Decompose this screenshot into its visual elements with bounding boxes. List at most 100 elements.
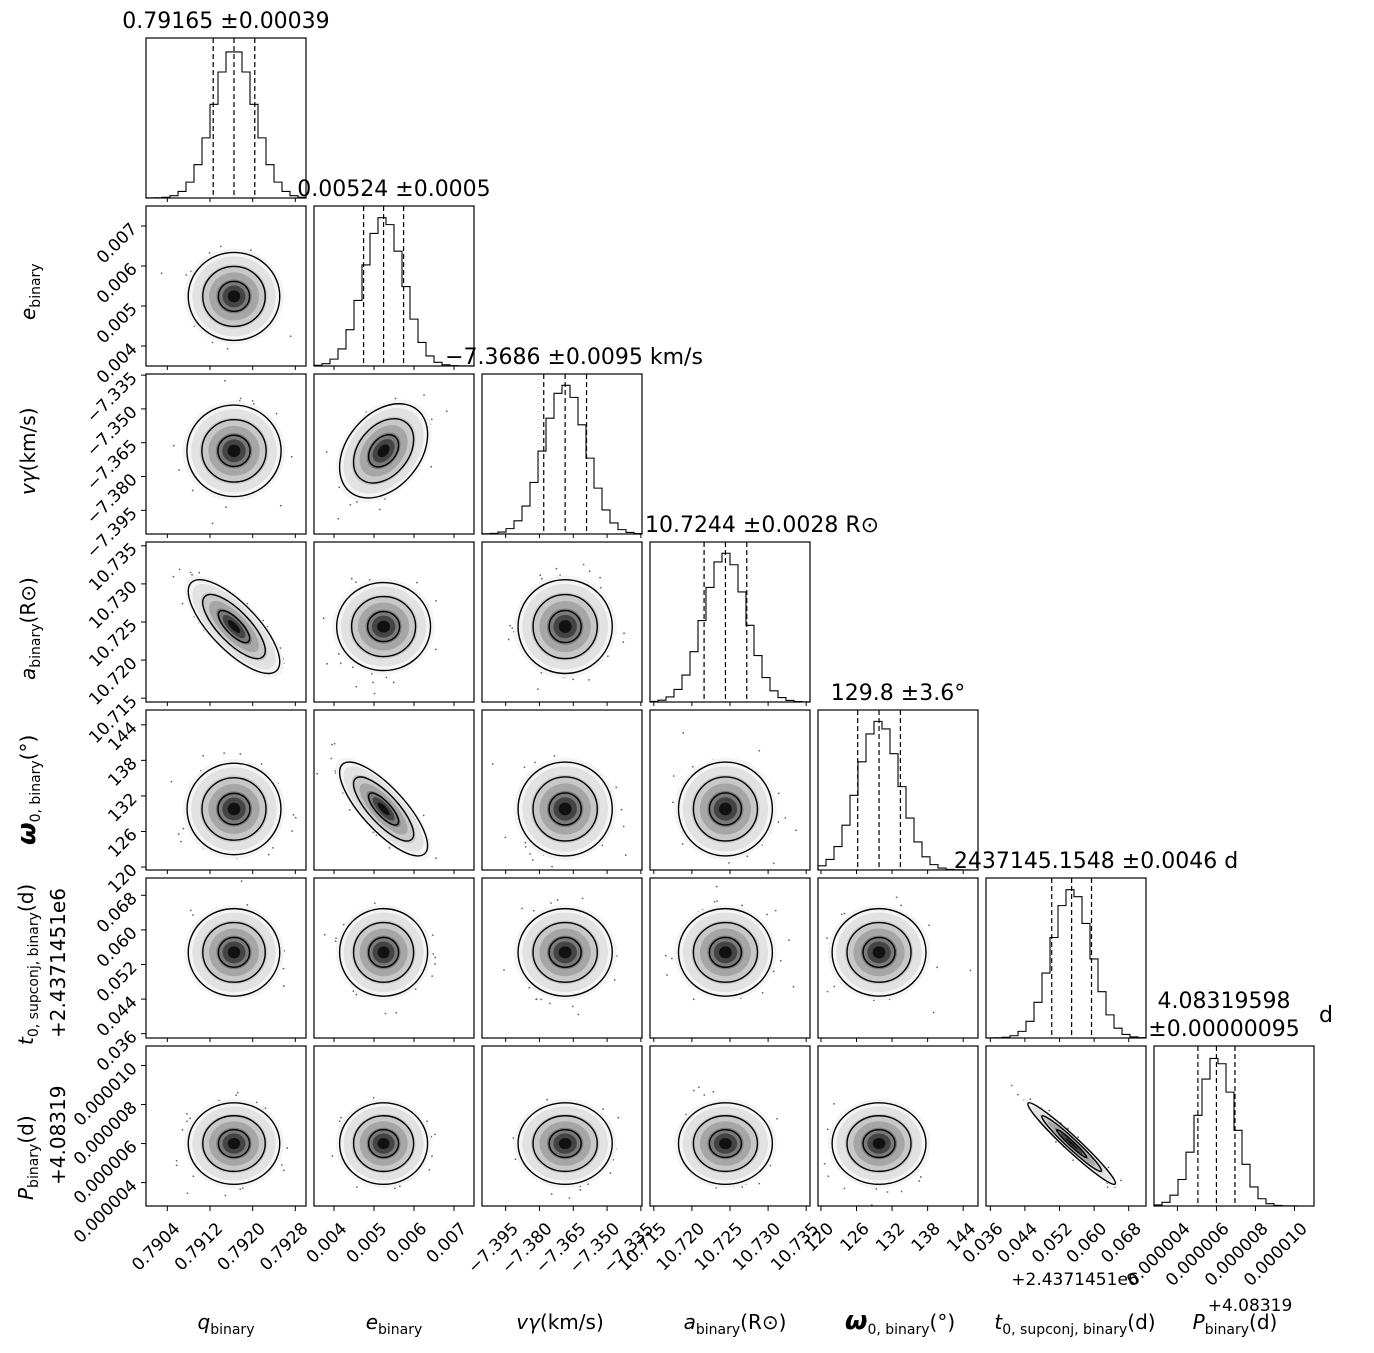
sample-point	[185, 274, 188, 276]
sample-point	[826, 990, 829, 993]
sample-point	[322, 617, 325, 620]
sample-point	[191, 489, 194, 492]
sample-point	[712, 1090, 715, 1093]
contour-1	[532, 776, 598, 842]
contour-2	[187, 578, 281, 675]
panel-frame-1-2	[313, 373, 475, 535]
sample-point	[371, 535, 373, 537]
hist-frame-4	[817, 709, 979, 871]
sample-point	[208, 252, 211, 254]
xtick-label-1-2: 0.006	[383, 1219, 432, 1268]
contour-1	[201, 777, 267, 841]
sample-point	[431, 975, 434, 977]
density-level-6	[1065, 1138, 1078, 1150]
sample-point	[422, 814, 425, 817]
sample-point	[568, 1197, 571, 1199]
sample-point	[521, 907, 523, 910]
sample-point	[617, 1116, 620, 1119]
xtick-label-4-3: 138	[908, 1219, 945, 1256]
sample-point	[772, 970, 775, 973]
sample-point	[291, 830, 294, 832]
sample-point	[224, 1194, 227, 1197]
sample-point	[758, 1182, 761, 1185]
contour-0	[862, 936, 896, 968]
sample-point	[378, 508, 381, 511]
sample-point	[434, 963, 436, 965]
density-level-6	[227, 444, 241, 458]
xlabel-P-offset: +4.08319	[1207, 1296, 1293, 1316]
sample-point	[713, 900, 716, 903]
title-5: 2437145.1548 ±0.0046 d	[954, 849, 1238, 874]
ylabel-P-offset: +4.08319	[46, 1085, 70, 1185]
sample-point	[235, 1094, 238, 1097]
contour-0	[1056, 1128, 1088, 1159]
panel-2-5	[503, 897, 618, 1016]
sample-point	[388, 847, 391, 849]
histogram-1	[313, 217, 475, 367]
density-level-6	[227, 802, 241, 816]
histogram-5	[985, 889, 1147, 1039]
sample-point	[1077, 1136, 1080, 1139]
panel-4-6	[823, 1099, 931, 1206]
sample-point	[682, 732, 685, 734]
sample-point	[582, 563, 585, 566]
sample-point	[511, 627, 514, 630]
sample-point	[716, 900, 718, 902]
contour-2	[1027, 1102, 1117, 1186]
sample-point	[504, 836, 507, 839]
sample-point	[746, 855, 749, 858]
xlabel-P: Pbinary(d)	[1192, 1310, 1278, 1338]
contour-0	[548, 936, 582, 968]
histogram-2	[481, 384, 643, 535]
contour-2	[338, 403, 429, 499]
panel-1-2	[325, 394, 448, 537]
sample-point	[572, 678, 575, 681]
sample-point	[372, 681, 374, 684]
ylabel-P: Pbinary(d)	[14, 1115, 42, 1200]
sample-point	[385, 676, 388, 679]
panel-frame-1-6	[313, 1045, 475, 1207]
contour-1	[352, 1115, 415, 1173]
sample-point	[542, 872, 544, 874]
sample-point	[548, 1002, 551, 1005]
contour-0	[367, 434, 400, 468]
title-P-line1: 4.08319598	[1158, 989, 1291, 1014]
title-4: 129.8 ±3.6°	[831, 681, 965, 706]
contour-2	[187, 907, 281, 997]
contour-0	[366, 610, 401, 643]
title-1: 0.00524 ±0.0005	[297, 177, 490, 202]
sample-point	[398, 1185, 401, 1188]
sample-point	[788, 939, 790, 942]
sample-point	[529, 853, 531, 855]
sample-point	[352, 990, 355, 993]
panel-frame-0-5	[145, 877, 307, 1039]
sample-point	[588, 570, 591, 573]
contour-1	[692, 776, 759, 842]
sample-point	[252, 403, 255, 405]
sample-point	[356, 1186, 358, 1188]
panel-frame-4-6	[817, 1045, 979, 1207]
panel-frame-2-3	[481, 541, 643, 703]
sample-point	[602, 1108, 604, 1111]
contour-2	[186, 762, 282, 856]
contour-2	[517, 761, 613, 857]
sample-point	[741, 1186, 744, 1188]
contour-0	[217, 434, 251, 468]
sample-point	[219, 245, 222, 248]
sample-point	[539, 574, 542, 577]
sample-point	[355, 993, 358, 996]
panel-frame-4-5	[817, 877, 979, 1039]
sample-point	[294, 816, 297, 819]
sample-point	[262, 619, 265, 622]
sample-point	[186, 1192, 189, 1195]
sample-point	[333, 742, 336, 745]
sample-point	[211, 341, 214, 344]
title-P-unit: d	[1319, 1003, 1333, 1028]
contour-2	[187, 1102, 281, 1186]
histogram-0	[145, 51, 307, 199]
sample-point	[192, 1175, 195, 1178]
contour-2	[338, 761, 429, 857]
sample-point	[189, 571, 192, 574]
sample-point	[534, 761, 536, 764]
